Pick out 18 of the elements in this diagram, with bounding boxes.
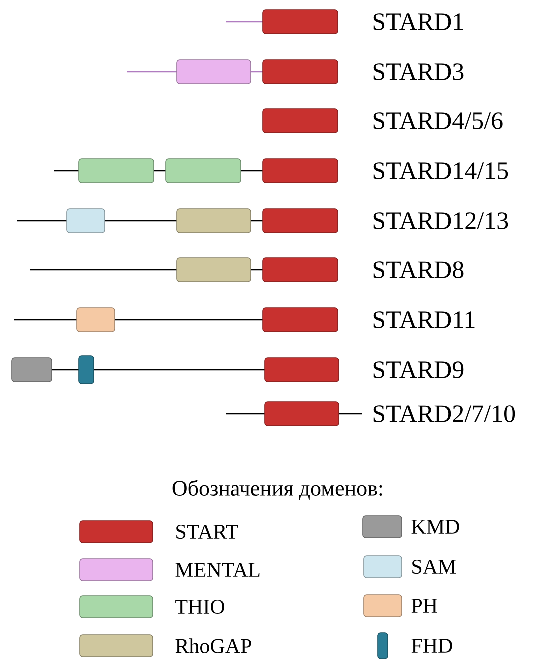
protein-name: STARD11 [374,312,475,328]
legend-label: START [176,524,238,540]
legend-label: KMD [412,520,460,534]
protein-name: STARD1 [374,14,464,30]
legend-label: THIO [176,600,224,614]
protein-name: STARD12/13 [374,212,508,230]
legend-label: SAM [412,560,456,574]
protein-name: STARD9 [374,362,464,378]
protein-name: STARD2/7/10 [374,406,516,422]
legend-label: FHD [412,639,452,653]
protein-name: STARD14/15 [374,162,508,180]
legend-label: PH [412,599,438,613]
legend-heading: Обозначения доменов: [172,480,382,500]
legend-label: MENTAL [176,563,260,577]
protein-name: STARD4/5/6 [374,112,503,130]
protein-name: STARD8 [374,262,464,278]
protein-name: STARD3 [374,64,464,80]
legend-label: RhoGAP [176,638,252,654]
